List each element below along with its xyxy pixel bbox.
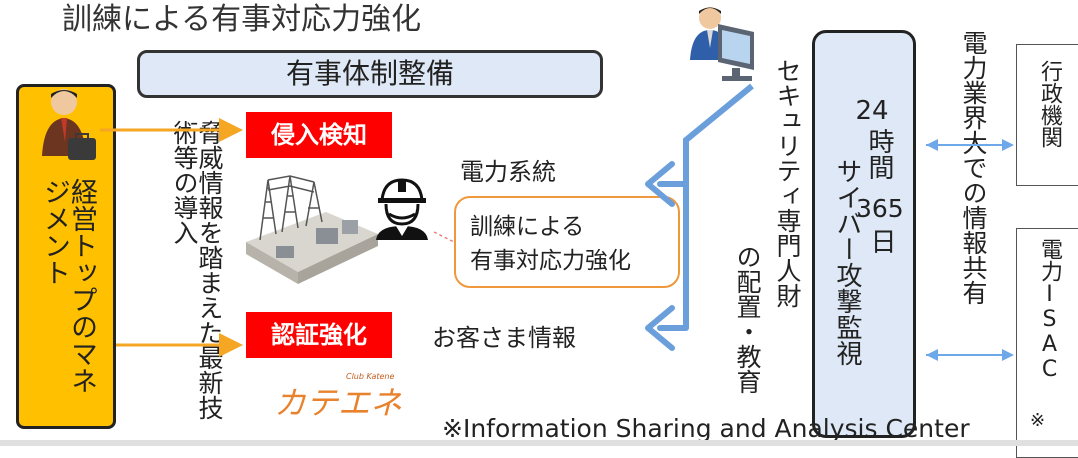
management-label: 経営トップのマネジメント — [39, 178, 97, 394]
preparedness-box: 有事体制整備 — [137, 50, 603, 98]
training-box: 訓練による 有事対応力強化 — [454, 196, 680, 288]
page-title: 訓練による有事対応力強化 — [62, 2, 422, 37]
info-sharing-text: 電力業界大での情報共有 — [959, 30, 988, 305]
cyber-monitoring-text: サイバー攻撃監視 — [832, 158, 862, 366]
security-staff-text: セキュリティ専門人財 — [773, 58, 802, 308]
hours-unit: 時間 — [864, 128, 894, 180]
isac-note-mark: ※ — [1030, 410, 1046, 431]
intrusion-detection-badge: 侵入検知 — [246, 112, 392, 158]
training-line-1: 訓練による — [470, 214, 585, 240]
substation-image — [246, 172, 378, 290]
bottom-bar — [0, 440, 1078, 446]
government-label: 行政機関 — [1037, 60, 1062, 148]
auth-strengthening-badge: 認証強化 — [246, 312, 392, 358]
threat-info-text: 脅威情報を踏まえた最新技術等の導入 — [170, 120, 224, 420]
hours-number: 24 — [855, 96, 889, 126]
power-grid-label: 電力系統 — [460, 158, 556, 186]
government-box — [1016, 44, 1078, 186]
customer-info-label: お客さま情報 — [432, 324, 576, 352]
days-number: 365 — [856, 194, 904, 223]
connector-arrows — [100, 83, 1014, 361]
dashed-link — [433, 231, 455, 243]
worker-helmet-icon — [372, 176, 432, 240]
operator-tree-line — [683, 83, 754, 328]
isac-label: 電力ISAC — [1037, 238, 1062, 382]
days-unit: 日 — [866, 228, 896, 254]
share-arrow-isac — [926, 349, 1014, 361]
businessman-icon — [38, 86, 98, 166]
share-arrow-gov — [926, 139, 1014, 151]
training-line-2: 有事対応力強化 — [470, 248, 631, 274]
katene-logo: カテエネ — [274, 384, 403, 422]
katene-logo-sub: Club Katene — [346, 372, 395, 381]
monitoring-box — [812, 30, 916, 438]
operator-computer-icon — [688, 4, 760, 84]
staff-training-text: の配置・教育 — [733, 244, 762, 394]
footnote: ※Information Sharing and Analysis Center — [442, 414, 970, 443]
